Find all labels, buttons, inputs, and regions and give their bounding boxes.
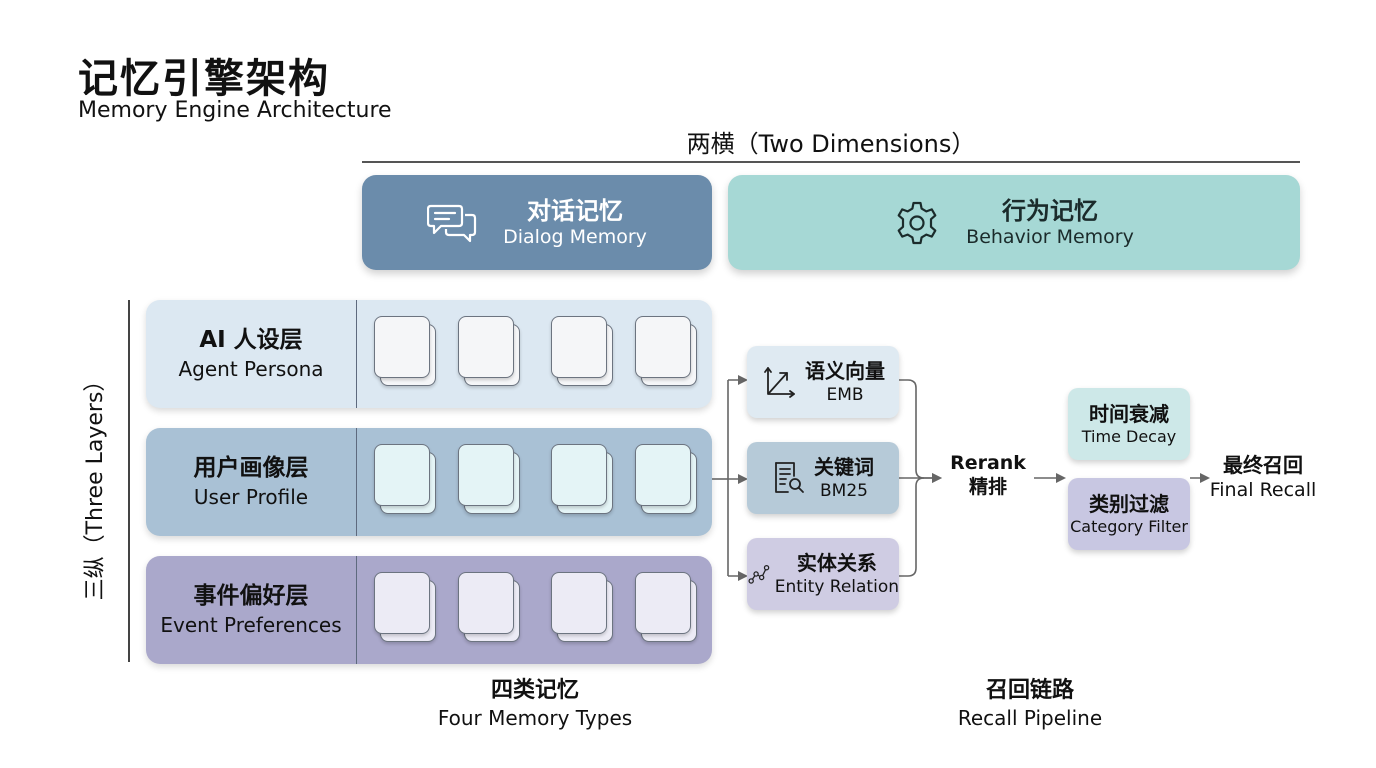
time-decay-zh: 时间衰减 xyxy=(1089,401,1169,426)
category-filter-zh: 类别过滤 xyxy=(1089,491,1169,516)
memory-card xyxy=(458,316,514,378)
connector-emb-to-rerank xyxy=(899,379,942,483)
layer-divider xyxy=(356,428,357,536)
time-decay-en: Time Decay xyxy=(1081,426,1177,446)
layer-divider xyxy=(356,556,357,664)
bm25-en: BM25 xyxy=(820,480,868,501)
recall-pipeline-caption: 召回链路 Recall Pipeline xyxy=(900,676,1160,731)
recall-method-bm25: 关键词 BM25 xyxy=(747,442,899,514)
entity-zh: 实体关系 xyxy=(796,550,877,575)
four-types-en: Four Memory Types xyxy=(437,706,633,731)
page-subtitle: Memory Engine Architecture xyxy=(78,98,392,123)
rerank-node: Rerank 精排 xyxy=(938,452,1038,500)
memory-card xyxy=(374,572,430,634)
final-recall-node: 最终召回 Final Recall xyxy=(1206,452,1320,503)
memory-card xyxy=(635,316,691,378)
layer-persona-zh: AI 人设层 xyxy=(199,327,303,354)
memory-card xyxy=(458,572,514,634)
layer-agent-persona: AI 人设层 Agent Persona xyxy=(146,300,712,408)
page-title: 记忆引擎架构 xyxy=(78,56,330,102)
layer-profile-en: User Profile xyxy=(193,484,309,509)
layer-profile-zh: 用户画像层 xyxy=(193,455,309,482)
dialog-memory-box: 对话记忆 Dialog Memory xyxy=(362,175,712,270)
dialog-memory-en: Dialog Memory xyxy=(503,225,647,248)
four-memory-types-caption: 四类记忆 Four Memory Types xyxy=(405,676,665,731)
vector-axes-icon xyxy=(764,367,795,398)
memory-card xyxy=(551,572,607,634)
pipeline-zh: 召回链路 xyxy=(985,678,1074,703)
behavior-memory-en: Behavior Memory xyxy=(966,225,1134,248)
memory-card xyxy=(635,572,691,634)
document-search-icon xyxy=(775,462,804,493)
layer-event-preferences: 事件偏好层 Event Preferences xyxy=(146,556,712,664)
graph-nodes-icon xyxy=(748,564,770,584)
memory-card xyxy=(374,444,430,506)
memory-card xyxy=(374,316,430,378)
layer-event-en: Event Preferences xyxy=(160,612,342,637)
behavior-memory-box: 行为记忆 Behavior Memory xyxy=(728,175,1300,270)
rerank-en: Rerank xyxy=(950,452,1026,474)
four-types-zh: 四类记忆 xyxy=(490,678,579,703)
rerank-zh: 精排 xyxy=(968,475,1007,498)
final-recall-en: Final Recall xyxy=(1209,479,1317,501)
category-filter-en: Category Filter xyxy=(1070,516,1188,536)
filter-category: 类别过滤 Category Filter xyxy=(1068,478,1190,550)
connector-entity-to-rerank xyxy=(899,477,925,577)
memory-card xyxy=(551,444,607,506)
emb-zh: 语义向量 xyxy=(805,358,885,383)
bm25-zh: 关键词 xyxy=(814,454,874,479)
final-recall-zh: 最终召回 xyxy=(1223,453,1303,477)
entity-en: Entity Relation xyxy=(774,576,899,597)
layer-divider xyxy=(356,300,357,408)
chat-bubbles-icon xyxy=(427,204,477,242)
memory-card xyxy=(458,444,514,506)
layer-user-profile: 用户画像层 User Profile xyxy=(146,428,712,536)
dimensions-title: 两横（Two Dimensions） xyxy=(686,130,976,158)
recall-method-entity: 实体关系 Entity Relation xyxy=(747,538,899,610)
dialog-memory-zh: 对话记忆 xyxy=(526,196,623,225)
dimensions-divider xyxy=(362,161,1300,163)
pipeline-en: Recall Pipeline xyxy=(957,706,1103,731)
emb-en: EMB xyxy=(826,384,864,405)
recall-method-emb: 语义向量 EMB xyxy=(747,346,899,418)
gear-icon xyxy=(897,201,937,244)
layers-axis-line xyxy=(128,300,130,662)
filter-time-decay: 时间衰减 Time Decay xyxy=(1068,388,1190,460)
memory-card xyxy=(635,444,691,506)
layer-persona-en: Agent Persona xyxy=(178,356,324,381)
memory-card xyxy=(551,316,607,378)
layer-event-zh: 事件偏好层 xyxy=(193,583,309,610)
behavior-memory-zh: 行为记忆 xyxy=(1002,196,1098,225)
